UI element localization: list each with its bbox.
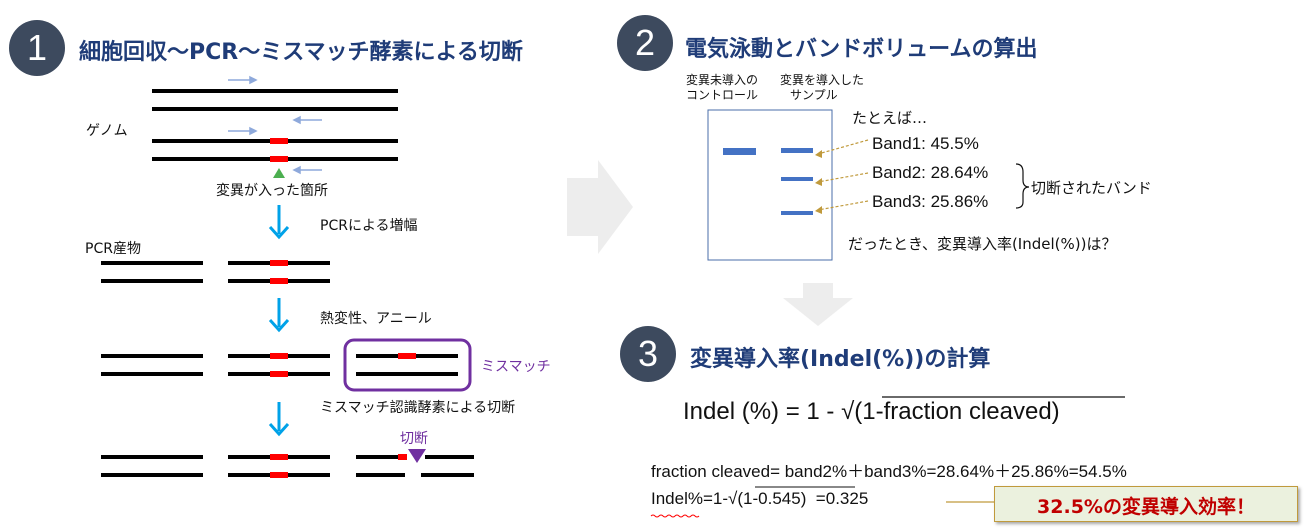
- calc2-radicand: (1-0.545): [737, 489, 807, 508]
- lane1-label-line1: 変異未導入の: [686, 73, 759, 87]
- mutation-site-label: 変異が入った箇所: [216, 183, 328, 199]
- calc2-sqrt-symbol: √: [728, 489, 738, 508]
- gel-band-control: [723, 148, 756, 155]
- calc-line-2: Indel%=1-√(1-0.545) =0.325: [651, 489, 868, 509]
- step-2-badge: 2: [617, 15, 673, 71]
- primer-arrows: [228, 75, 322, 175]
- cleaved-homo-wt: [101, 455, 203, 477]
- brace: [1015, 163, 1030, 209]
- mutation-site: [270, 156, 288, 162]
- cleave-label: 切断: [400, 431, 428, 447]
- lane2-label-line2: サンプル: [790, 88, 838, 102]
- lane2-label: 変異を導入した サンプル: [780, 73, 864, 103]
- step-1-badge: 1: [9, 20, 65, 76]
- annealed-homo-mut: [228, 353, 330, 377]
- down-arrow-icon: [268, 205, 290, 240]
- indel-formula: Indel (%) = 1 - √(1-fraction cleaved): [683, 398, 1060, 426]
- genome-dna-2: [152, 138, 398, 162]
- cleaved-band-label: 切断されたバンド: [1031, 179, 1152, 197]
- genome-label: ゲノム: [86, 123, 128, 139]
- mismatch-label: ミスマッチ: [481, 359, 551, 375]
- annealed-homo-wt: [101, 354, 203, 376]
- down-arrow-icon: [268, 298, 290, 333]
- cleaved-homo-mut: [228, 454, 330, 478]
- step-anneal-label: 熱変性、アニール: [320, 311, 432, 327]
- result-callout: 32.5%の変異導入効率！: [994, 486, 1298, 522]
- formula-radicand: (1-fraction cleaved): [854, 398, 1060, 425]
- calc-line-1: fraction cleaved= band2%＋band3%=28.64%＋2…: [651, 462, 1127, 481]
- step-3-badge: 3: [620, 326, 676, 382]
- pcr-product-wt: [101, 261, 203, 283]
- calc2-result: =0.325: [806, 489, 869, 508]
- band2-value: Band2: 28.64%: [872, 163, 989, 182]
- chevron-right-arrow-icon: [567, 160, 633, 254]
- section-1-title: 細胞回収〜PCR〜ミスマッチ酵素による切断: [79, 40, 523, 65]
- pcr-product-label: PCR産物: [85, 241, 141, 257]
- step-cleave-label: ミスマッチ認識酵素による切断: [320, 400, 516, 416]
- band1-value: Band1: 45.5%: [872, 134, 979, 153]
- calc2-prefix: Indel%=1-: [651, 489, 729, 508]
- spellcheck-squiggle: [650, 514, 700, 518]
- band3-value: Band3: 25.86%: [872, 192, 989, 211]
- lane1-label: 変異未導入の コントロール: [686, 73, 758, 103]
- formula-sqrt-symbol: √: [841, 398, 855, 425]
- down-flow-arrow-icon: [783, 283, 853, 326]
- cleave-marker-icon: [408, 449, 426, 463]
- gel-band-2: [781, 177, 813, 181]
- genome-dna-1: [152, 89, 398, 111]
- mutation-marker-icon: [273, 168, 285, 178]
- mismatch-box: [343, 338, 472, 392]
- heteroduplex: [356, 353, 458, 376]
- formula-lhs: Indel (%) = 1 -: [683, 398, 842, 425]
- section-3-title: 変異導入率(Indel(%))の計算: [690, 347, 991, 372]
- step-pcr-label: PCRによる増幅: [320, 218, 418, 234]
- gel-band-3: [781, 211, 813, 215]
- gel-band-1: [781, 148, 813, 153]
- gel-box: [707, 109, 833, 261]
- cleaved-heteroduplex: [356, 454, 474, 477]
- lane2-label-line1: 変異を導入した: [780, 73, 865, 87]
- question-text: だったとき、変異導入率(Indel(%))は？: [848, 235, 1117, 253]
- lane1-label-line2: コントロール: [686, 88, 759, 102]
- down-arrow-icon: [268, 402, 290, 437]
- example-text: たとえば…: [852, 109, 928, 127]
- pcr-product-mut: [228, 260, 330, 284]
- result-text: 32.5%の変異導入効率！: [1037, 496, 1255, 518]
- band-pointers: [817, 139, 869, 211]
- mutation-site: [270, 138, 288, 144]
- section-2-title: 電気泳動とバンドボリュームの算出: [685, 37, 1038, 62]
